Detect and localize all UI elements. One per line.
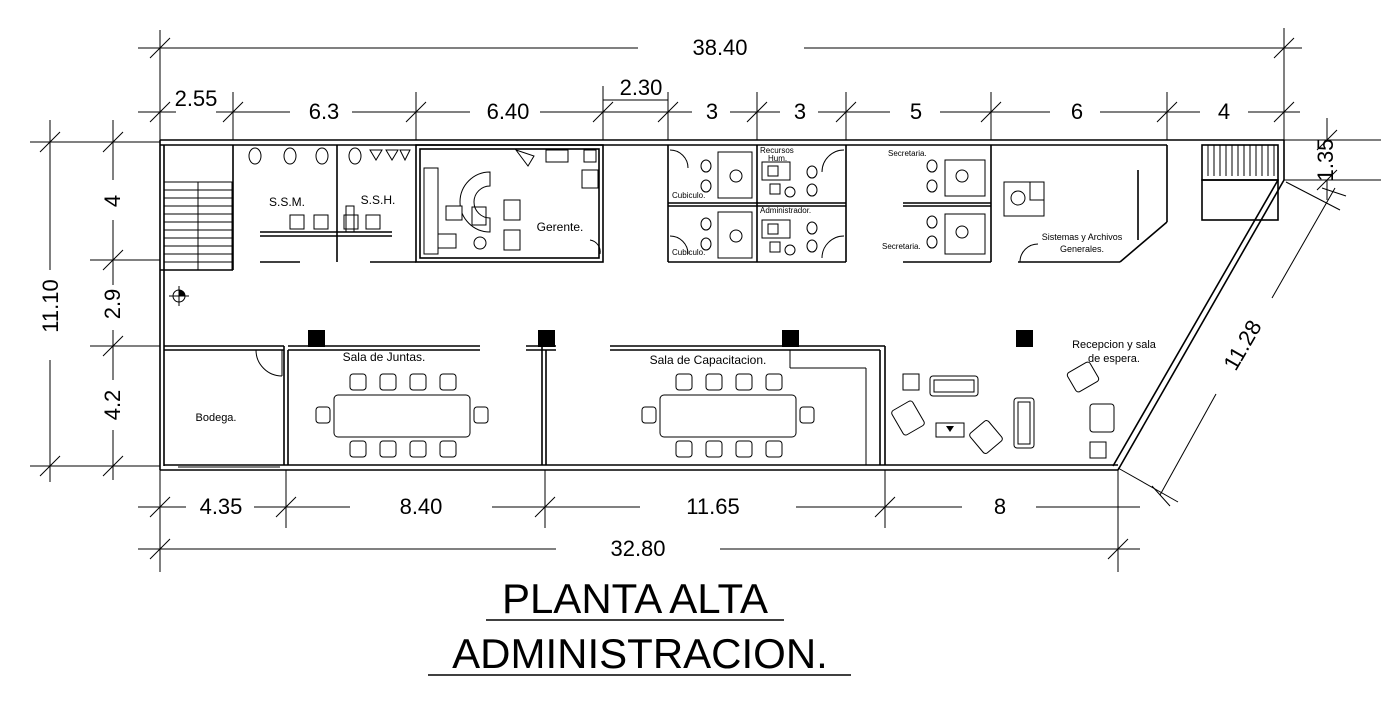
label-recursos-1: Recursos [760, 146, 794, 155]
dim-left-2: 2.9 [100, 289, 125, 320]
label-ssm: S.S.M. [269, 195, 305, 209]
gerente-furniture [423, 149, 601, 255]
label-secretaria-2: Secretaria. [882, 242, 921, 251]
columns [308, 330, 1033, 347]
dim-bottom-1: 4.35 [200, 494, 243, 519]
cubicles-furniture [669, 149, 845, 259]
dim-top-2: 6.3 [309, 99, 340, 124]
dim-left-3: 4.2 [100, 390, 125, 421]
dim-right-step: 1.35 [1313, 139, 1338, 182]
label-juntas: Sala de Juntas. [343, 350, 426, 364]
dim-left-total: 11.10 [38, 279, 63, 332]
secretaria-furniture [926, 159, 986, 255]
dim-top-9: 4 [1218, 99, 1230, 124]
stairs-left [163, 181, 233, 271]
label-secretaria-1: Secretaria. [888, 149, 927, 158]
capacitacion-table [641, 373, 815, 458]
label-recursos-2: Hum. [768, 154, 787, 163]
bodega-door [255, 349, 283, 377]
label-administrador: Administrador. [760, 206, 811, 215]
label-recepcion-2: de espera. [1088, 353, 1140, 365]
label-sistemas-2: Generales. [1060, 244, 1104, 254]
dim-top-3: 6.40 [487, 99, 530, 124]
dim-bottom-total: 32.80 [610, 536, 665, 561]
juntas-table [315, 373, 489, 458]
room-labels: S.S.M. S.S.H. Gerente. Cubiculo. Cubicul… [196, 146, 1157, 424]
label-cubiculo-1: Cubiculo. [672, 191, 705, 200]
plan-title: PLANTA ALTA ADMINISTRACION. [428, 575, 851, 677]
dim-diagonal: 11.28 [1218, 316, 1266, 375]
label-bodega: Bodega. [196, 412, 237, 424]
label-capacitacion: Sala de Capacitacion. [650, 353, 767, 367]
dim-top-6: 3 [794, 99, 806, 124]
dim-top-5: 3 [706, 99, 718, 124]
title-line-1: PLANTA ALTA [502, 575, 768, 622]
dim-top-1: 2.55 [175, 86, 218, 111]
label-gerente: Gerente. [537, 220, 584, 234]
dim-bottom-2: 8.40 [400, 494, 443, 519]
dim-top-7: 5 [910, 99, 922, 124]
dim-left-1: 4 [100, 195, 125, 207]
stairs-right [1207, 145, 1275, 176]
title-line-2: ADMINISTRACION. [452, 630, 828, 677]
label-sistemas-1: Sistemas y Archivos [1042, 232, 1123, 242]
sistemas-furniture [1003, 181, 1045, 263]
dimension-labels: 38.40 2.55 6.3 6.40 2.30 3 3 5 6 4 1.35 … [38, 35, 1338, 561]
label-ssh: S.S.H. [361, 193, 396, 207]
label-recepcion-1: Recepcion y sala [1072, 339, 1157, 351]
north-marker [169, 286, 189, 306]
dim-top-8: 6 [1071, 99, 1083, 124]
label-cubiculo-2: Cubiculo. [672, 248, 705, 257]
dim-bottom-4: 8 [994, 494, 1006, 519]
bathroom-fixtures [248, 147, 411, 233]
dim-top-4: 2.30 [620, 75, 663, 100]
dim-bottom-3: 11.65 [686, 494, 739, 519]
recepcion-furniture [891, 361, 1115, 459]
dimension-lines [30, 28, 1381, 572]
dim-top-total: 38.40 [692, 35, 747, 60]
